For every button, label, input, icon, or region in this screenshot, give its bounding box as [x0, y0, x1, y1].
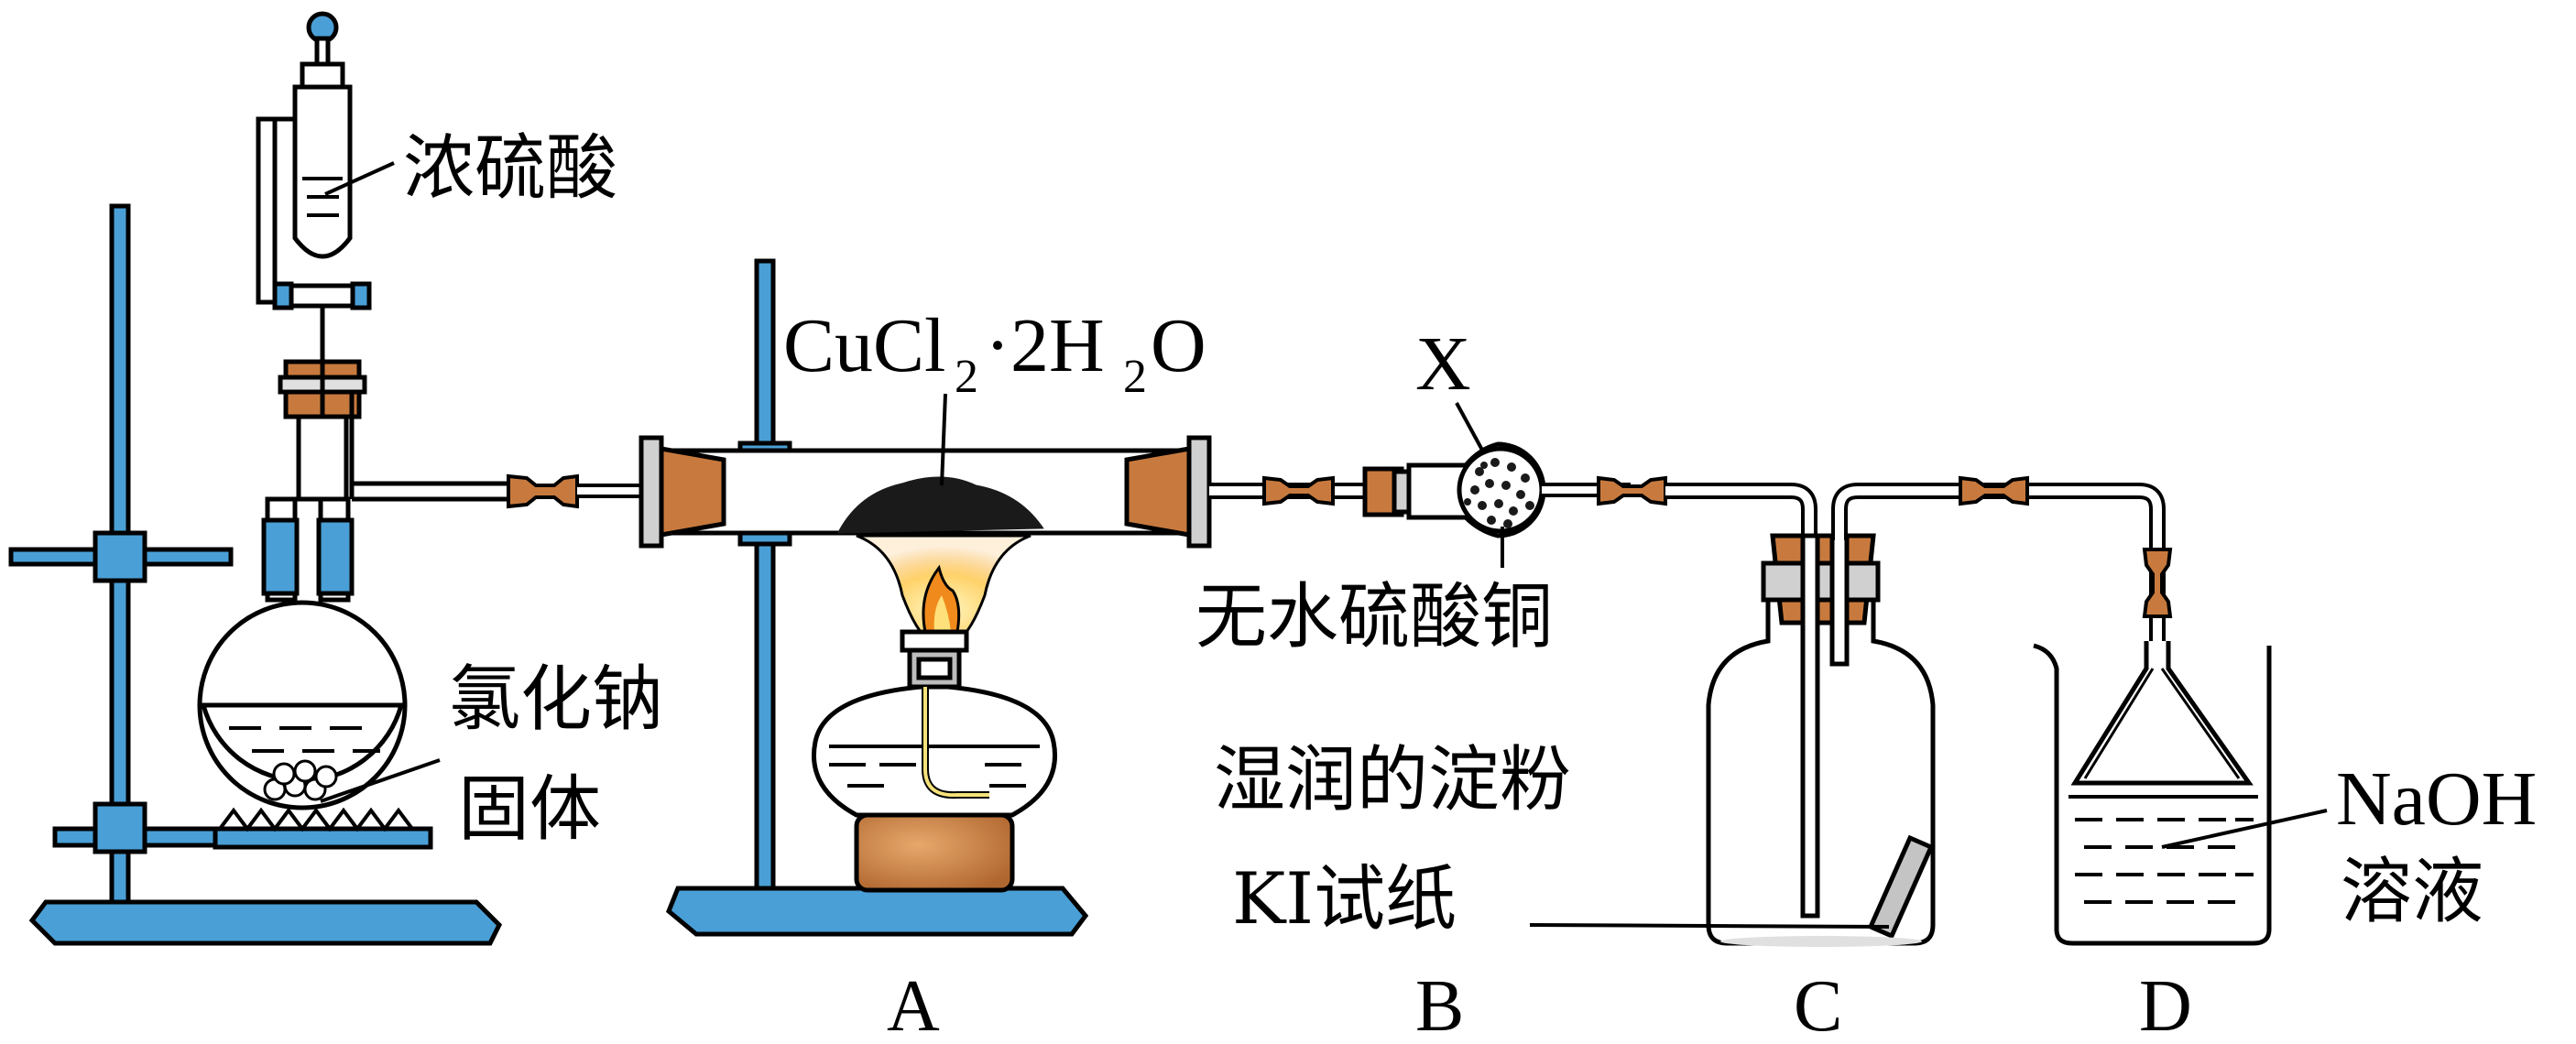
label-starch-ki-line1: 湿润的淀粉: [1214, 739, 1571, 821]
label-conc-sulfuric-acid: 浓硫酸: [403, 127, 617, 210]
formula-end: O: [1151, 303, 1206, 388]
leader-lines: [320, 161, 2328, 929]
label-x: X: [1415, 321, 1471, 407]
beaker: [2033, 641, 2272, 946]
gas-bottle: [1706, 533, 1936, 947]
round-bottom-flask: [197, 496, 408, 810]
label-naoh-line1: NaOH: [2336, 756, 2537, 842]
formula-cucl: CuCl: [783, 303, 945, 388]
alcohol-lamp: [812, 534, 1057, 893]
formula-mid: ·2H: [985, 303, 1105, 388]
separatory-funnel: [256, 11, 372, 502]
label-anhydrous-cuso4: 无水硫酸铜: [1195, 576, 1553, 658]
tube-a-to-b: [1209, 475, 1374, 506]
formula-sub-2: 2: [1123, 351, 1147, 403]
station-label-a: A: [887, 966, 940, 1044]
left-iron-stand: [8, 203, 503, 946]
rubber-joint-1: [507, 473, 579, 509]
delivery-tube-1: [349, 394, 513, 502]
station-label-d: D: [2139, 966, 2192, 1044]
tube-b-to-c: [1665, 483, 1817, 540]
label-naoh-line2: 溶液: [2341, 851, 2483, 933]
drying-tube: [1362, 441, 1667, 538]
hard-glass-tube: [639, 435, 1212, 549]
station-label-b: B: [1415, 966, 1464, 1044]
station-a-stand: [666, 258, 1089, 937]
label-nacl-line2: 固体: [458, 768, 601, 851]
station-label-c: C: [1794, 966, 1842, 1044]
label-nacl-line1: 氯化钠: [449, 658, 663, 741]
label-cucl2-formula: CuCl 2 ·2H 2 O: [783, 303, 1206, 403]
formula-sub-1: 2: [955, 351, 978, 403]
label-starch-ki-line2: KI试纸: [1232, 858, 1457, 941]
tube-c-to-d: [1831, 475, 2173, 641]
